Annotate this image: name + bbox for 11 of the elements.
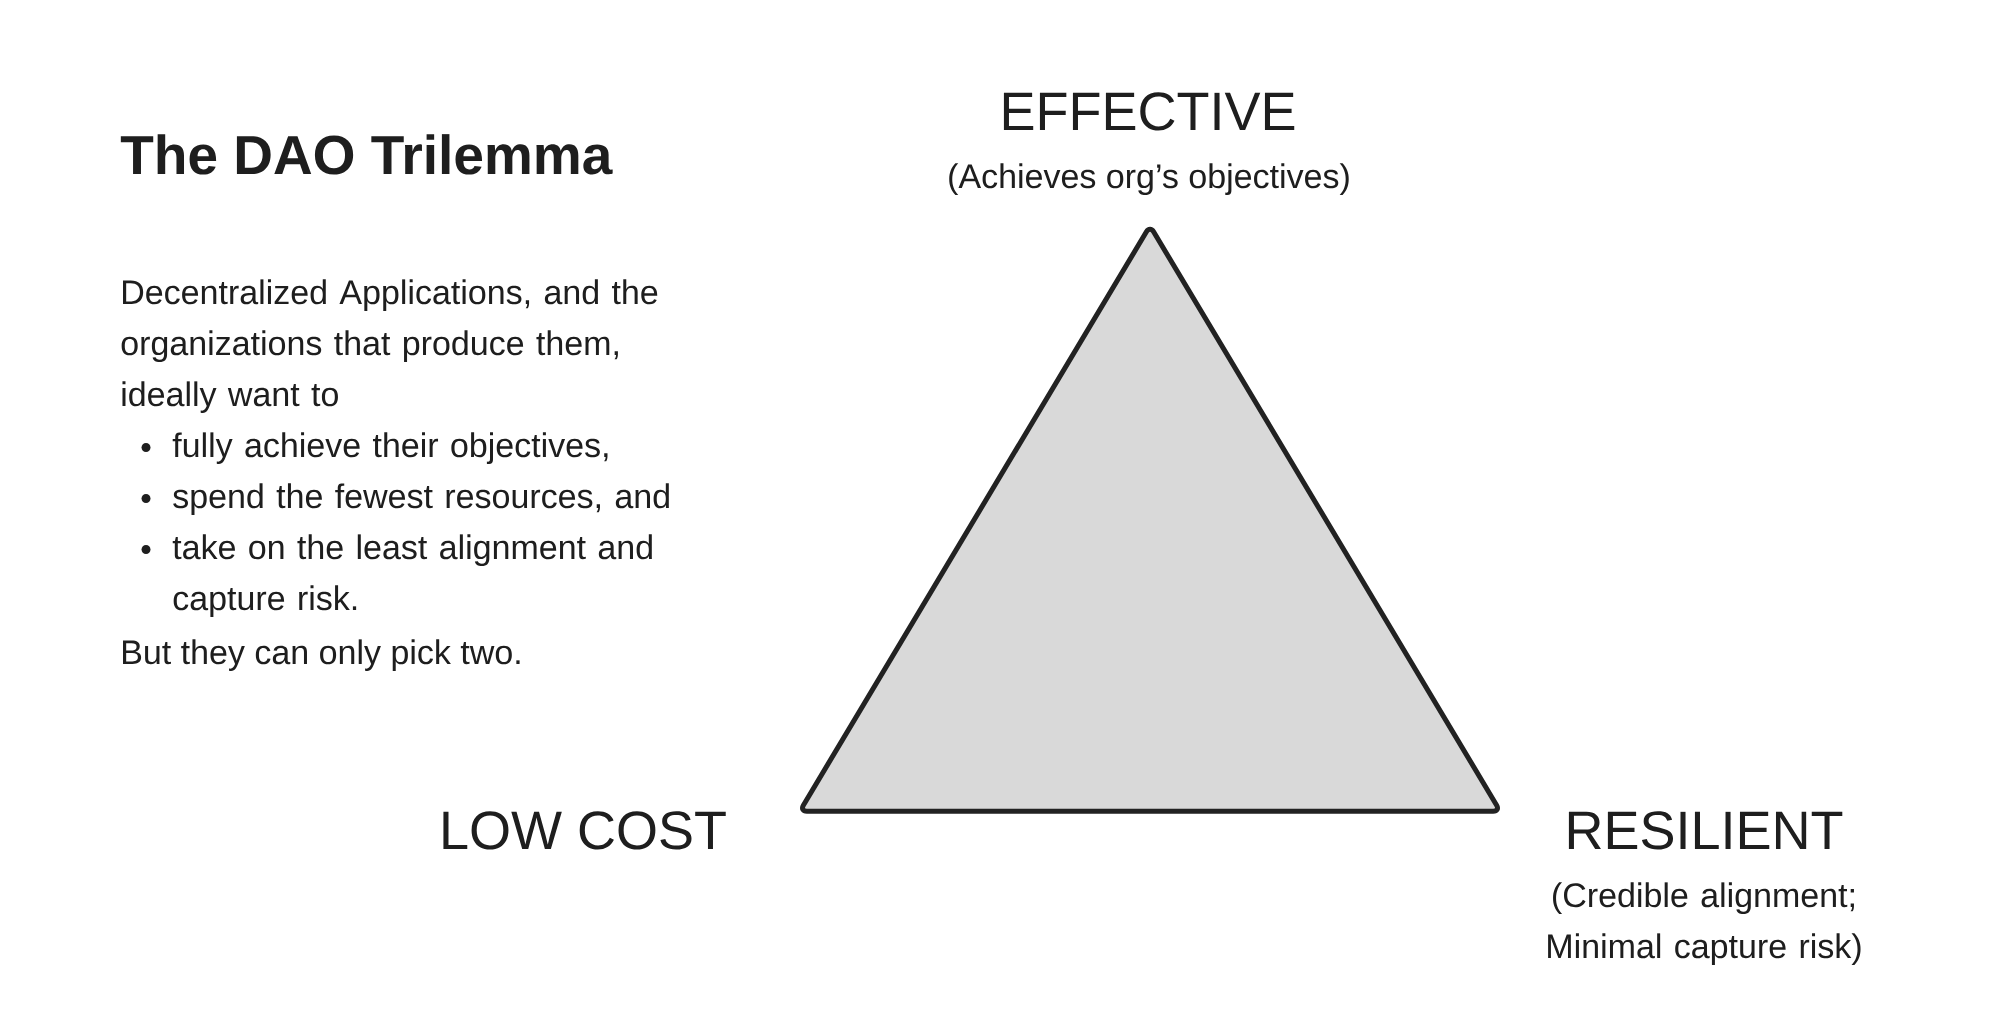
list-item: take on the least alignment and capture risk. (172, 534, 652, 618)
paragraph-text: But they can only pick two. (123, 639, 520, 672)
vertex-label: LOW COST (443, 811, 726, 850)
vertex-label: RESILIENT (1568, 811, 1843, 850)
triangle (800, 226, 1500, 814)
list-item: fully achieve their objectives, (172, 432, 608, 465)
vertex-caption: (Credible alignment; Minimal capture risk) (1548, 882, 1861, 966)
vertex-caption: (Achieves org’s objectives) (949, 163, 1349, 196)
list-item: spend the fewest resources, and (173, 483, 669, 516)
title: The DAO Trilemma (120, 134, 613, 175)
vertex-label: EFFECTIVE (1003, 92, 1295, 131)
